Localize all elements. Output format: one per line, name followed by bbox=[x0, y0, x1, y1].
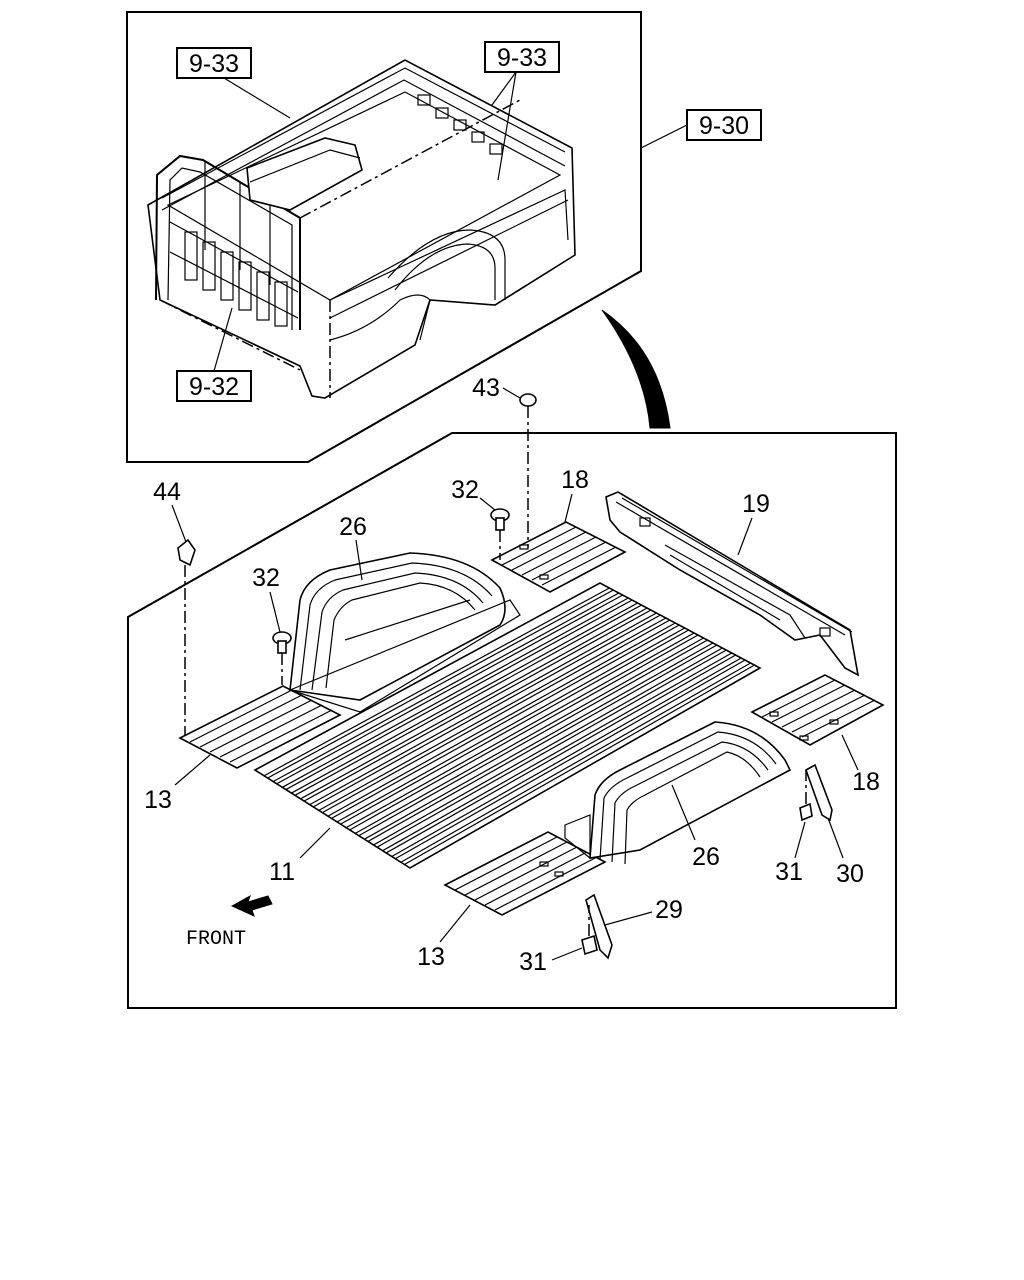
bolt-32-left bbox=[272, 631, 292, 685]
svg-text:32: 32 bbox=[451, 476, 479, 504]
floor-rib-edge bbox=[404, 664, 755, 865]
svg-text:9-32: 9-32 bbox=[189, 373, 239, 401]
svg-text:9-33: 9-33 bbox=[497, 44, 547, 72]
floor-rib-edge bbox=[395, 659, 746, 859]
floor-section-18-right bbox=[750, 674, 885, 746]
floor-rear-section-13-bottom bbox=[443, 831, 607, 916]
callout-30: 30 bbox=[827, 817, 864, 888]
truck-bed-overview bbox=[147, 59, 576, 399]
svg-text:43: 43 bbox=[472, 374, 500, 402]
svg-text:26: 26 bbox=[339, 513, 367, 541]
floor-rib bbox=[345, 632, 695, 829]
callout-29: 29 bbox=[604, 896, 683, 926]
floor-rib-edge bbox=[340, 629, 689, 825]
callout-26-bottom: 26 bbox=[671, 784, 720, 871]
floor-rib bbox=[373, 647, 723, 846]
floor-rib bbox=[291, 602, 638, 794]
front-label: FRONT bbox=[186, 928, 246, 951]
floor-rib-edge bbox=[349, 634, 699, 831]
floor-rib bbox=[327, 622, 676, 817]
floor-rib-edge bbox=[267, 589, 614, 779]
svg-text:9-30: 9-30 bbox=[699, 112, 749, 140]
svg-text:31: 31 bbox=[519, 948, 547, 976]
floor-rib bbox=[282, 597, 629, 788]
floor-front-section-13-left bbox=[178, 685, 342, 769]
wheel-house-26-top bbox=[288, 552, 521, 713]
floor-rib bbox=[309, 612, 657, 806]
rear-cross-member-19 bbox=[605, 491, 860, 677]
callout-32-top: 32 bbox=[451, 476, 496, 511]
ref-box-9-33-left[interactable]: 9-33 bbox=[176, 47, 252, 79]
floor-rib bbox=[355, 637, 704, 834]
callout-31-bottom: 31 bbox=[519, 947, 583, 976]
callout-18-right: 18 bbox=[841, 734, 880, 796]
floor-rib-edge bbox=[322, 619, 671, 813]
callout-26-top: 26 bbox=[339, 513, 367, 581]
main-panel bbox=[127, 432, 897, 1009]
svg-text:9-33: 9-33 bbox=[189, 50, 239, 78]
svg-text:13: 13 bbox=[417, 943, 445, 971]
callout-32-left: 32 bbox=[252, 564, 281, 633]
nut-31-bottom bbox=[581, 905, 598, 956]
floor-rib-edge bbox=[276, 594, 624, 785]
floor-rib-edge bbox=[386, 654, 737, 854]
callout-31-right: 31 bbox=[775, 821, 806, 886]
plug-43 bbox=[519, 393, 537, 548]
svg-text:13: 13 bbox=[144, 786, 172, 814]
floor-rib bbox=[336, 627, 685, 823]
ref-box-9-30[interactable]: 9-30 bbox=[686, 109, 762, 141]
floor-rib-edge bbox=[304, 609, 652, 802]
callout-13-left: 13 bbox=[144, 754, 211, 814]
bolt-32-top bbox=[490, 508, 510, 560]
floor-rib-edge bbox=[368, 644, 718, 842]
callout-43: 43 bbox=[472, 374, 521, 402]
floor-rib bbox=[272, 592, 620, 783]
stay-29 bbox=[585, 893, 613, 960]
bracket-44 bbox=[177, 538, 196, 735]
floor-rib bbox=[400, 662, 751, 863]
floor-rib bbox=[391, 657, 742, 857]
callout-18-top: 18 bbox=[561, 466, 589, 523]
svg-text:18: 18 bbox=[561, 466, 589, 494]
callout-11: 11 bbox=[269, 827, 331, 886]
floor-rib bbox=[382, 652, 733, 852]
floor-panel-11 bbox=[253, 582, 762, 869]
floor-rib-edge bbox=[331, 624, 680, 819]
floor-rib-edge bbox=[295, 604, 642, 796]
curved-arrow-icon bbox=[601, 309, 671, 429]
inset-panel bbox=[126, 11, 642, 463]
floor-rib bbox=[300, 607, 648, 800]
floor-rib-edge bbox=[377, 649, 727, 848]
callout-19: 19 bbox=[737, 490, 770, 556]
floor-section-18-top bbox=[490, 521, 627, 593]
floor-rib bbox=[318, 617, 667, 811]
floor-rib bbox=[364, 642, 714, 840]
floor-rib-edge bbox=[286, 599, 633, 790]
callout-13-bottom: 13 bbox=[417, 904, 471, 971]
svg-text:44: 44 bbox=[153, 478, 181, 506]
svg-text:31: 31 bbox=[775, 858, 803, 886]
svg-text:30: 30 bbox=[836, 860, 864, 888]
ref-box-9-33-right[interactable]: 9-33 bbox=[484, 41, 560, 73]
nut-31-right bbox=[799, 770, 813, 822]
svg-text:26: 26 bbox=[692, 843, 720, 871]
svg-text:29: 29 bbox=[655, 896, 683, 924]
stay-30 bbox=[805, 763, 833, 822]
floor-rib-edge bbox=[359, 639, 708, 836]
svg-text:19: 19 bbox=[742, 490, 770, 518]
wheel-house-26-bottom bbox=[564, 721, 792, 865]
svg-text:32: 32 bbox=[252, 564, 280, 592]
ref-box-9-32[interactable]: 9-32 bbox=[176, 370, 252, 402]
callout-44: 44 bbox=[153, 478, 187, 543]
floor-rib-edge bbox=[313, 614, 661, 808]
front-arrow-icon bbox=[230, 894, 273, 917]
floor-rib bbox=[263, 587, 610, 777]
svg-text:18: 18 bbox=[852, 768, 880, 796]
svg-text:11: 11 bbox=[269, 858, 295, 886]
